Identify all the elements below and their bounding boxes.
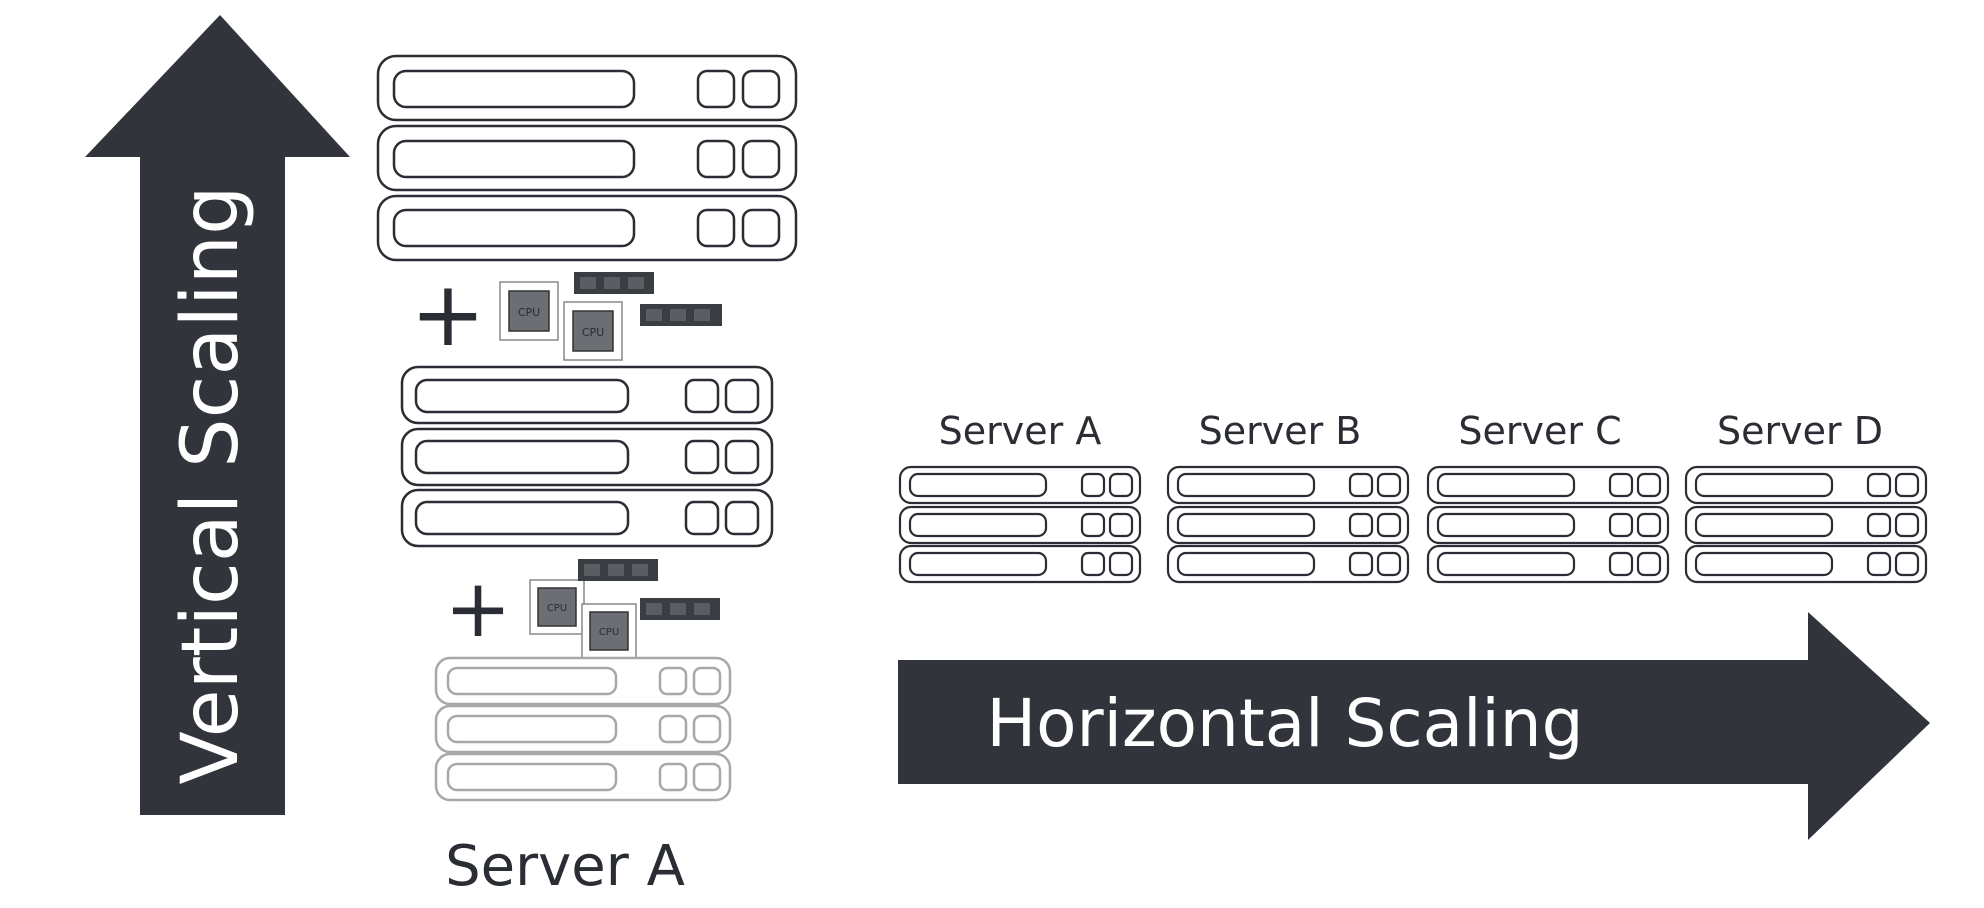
server-a-stack-top [376,54,798,262]
ram-stick-icon [578,559,658,581]
server-label: Server B [1199,409,1362,453]
plus-icon: + [444,562,511,655]
upgrade-2: + CPU CPU [444,559,720,659]
vertical-scaling-arrow: Vertical Scaling [85,15,350,815]
horizontal-server-c: Server C [1426,409,1670,584]
horizontal-scaling-label: Horizontal Scaling [987,685,1584,762]
upgrade-1: + CPU CPU [410,262,722,367]
ram-stick-icon [640,598,720,620]
cpu-label: CPU [518,306,540,319]
vertical-scaling-label: Vertical Scaling [166,185,256,784]
cpu-chip-icon: CPU [529,579,585,635]
ram-stick-icon [574,272,654,294]
horizontal-server-a: Server A [898,409,1142,584]
cpu-chip-icon: CPU [499,281,559,341]
cpu-chip-icon: CPU [563,301,623,361]
horizontal-server-d: Server D [1684,409,1928,584]
cpu-chip-icon: CPU [581,603,637,659]
vertical-server-label: Server A [445,834,685,899]
cpu-label: CPU [599,627,619,638]
server-label: Server D [1717,409,1883,453]
server-a-stack-middle [400,365,774,548]
cpu-label: CPU [547,603,567,614]
horizontal-scaling-arrow: Horizontal Scaling [898,612,1930,840]
server-a-stack-bottom [434,656,732,802]
server-label: Server C [1458,409,1621,453]
cpu-label: CPU [582,326,604,339]
plus-icon: + [410,262,485,367]
ram-stick-icon [640,304,722,326]
horizontal-server-b: Server B [1166,409,1410,584]
server-label: Server A [939,409,1102,453]
